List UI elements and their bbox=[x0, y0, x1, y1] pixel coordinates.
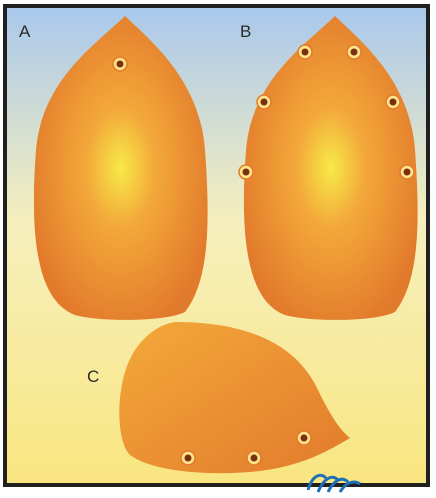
pore-b-2 bbox=[347, 45, 361, 59]
label-b: B bbox=[240, 22, 251, 42]
pore-a-1 bbox=[113, 57, 127, 71]
pore-b-4 bbox=[386, 95, 400, 109]
pore-c-3 bbox=[297, 431, 311, 445]
logo-watermark bbox=[300, 466, 390, 493]
pore-b-5 bbox=[239, 165, 253, 179]
pore-c-2 bbox=[247, 451, 261, 465]
pore-c-1 bbox=[181, 451, 195, 465]
label-a: A bbox=[19, 22, 30, 42]
pore-b-6 bbox=[400, 165, 414, 179]
pore-b-1 bbox=[298, 45, 312, 59]
pore-b-3 bbox=[257, 95, 271, 109]
label-c: C bbox=[87, 367, 99, 387]
